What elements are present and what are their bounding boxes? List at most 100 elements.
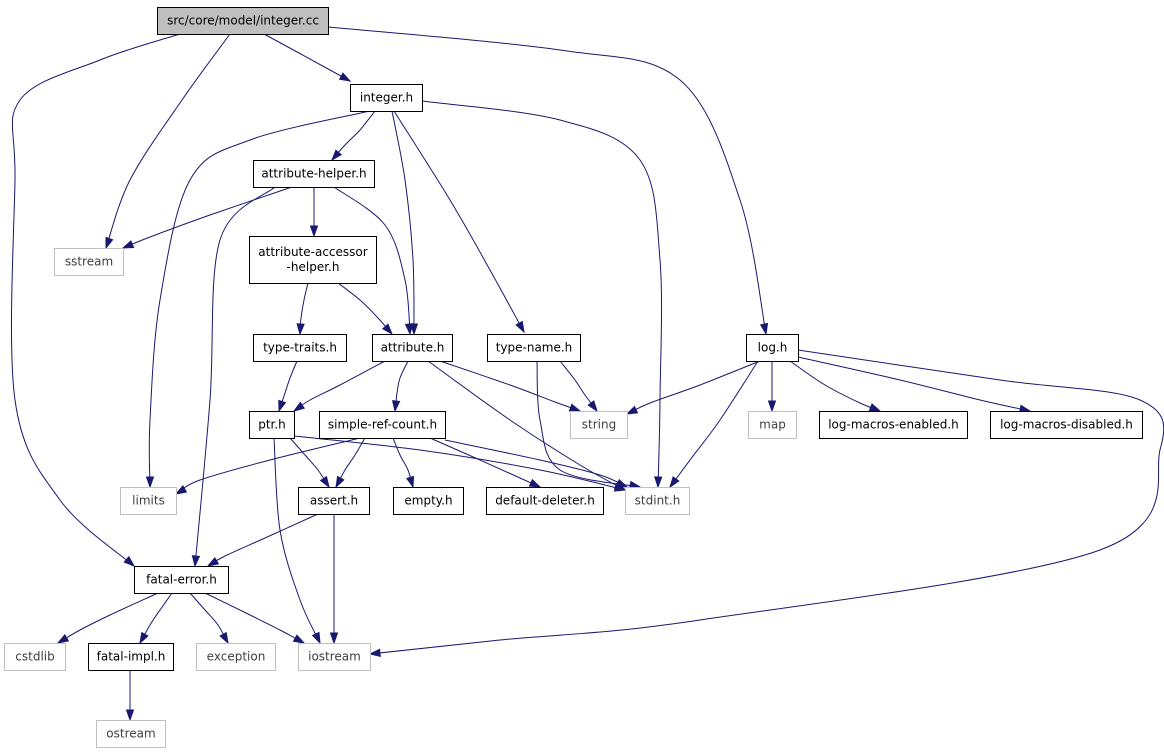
node-label: attribute-helper.h — [261, 167, 366, 181]
edge-line — [789, 360, 881, 412]
edge-fatal-impl-h-to-ostream — [125, 670, 135, 722]
arrow-head-icon — [528, 478, 542, 488]
node-fatal-impl-h[interactable]: fatal-impl.h — [88, 643, 174, 671]
node-label: iostream — [308, 650, 361, 664]
arrow-head-icon — [125, 709, 135, 722]
node-stdint-h: stdint.h — [625, 487, 690, 515]
arrow-head-icon — [139, 631, 149, 645]
node-box — [625, 487, 690, 515]
edge-line — [105, 33, 231, 249]
edge-line — [421, 100, 663, 488]
edge-line — [337, 282, 393, 335]
node-simple-ref-count-h[interactable]: simple-ref-count.h — [319, 411, 446, 439]
node-string: string — [570, 411, 628, 439]
node-integer-h[interactable]: integer.h — [350, 84, 423, 112]
edge-line — [273, 437, 321, 644]
edge-line — [10, 33, 181, 567]
node-fatal-error-h[interactable]: fatal-error.h — [134, 566, 229, 594]
node-label: string — [582, 418, 616, 432]
edge-log-h-to-iostream — [368, 349, 1164, 658]
node-box — [372, 334, 453, 362]
arrow-head-icon — [105, 236, 114, 250]
edge-line — [444, 439, 628, 488]
node-attribute-helper-h[interactable]: attribute-helper.h — [253, 160, 375, 188]
edge-type-traits-h-to-ptr-h — [278, 360, 298, 413]
node-label: integer.h — [360, 91, 413, 105]
node-attribute-h[interactable]: attribute.h — [372, 334, 453, 362]
edge-integer-cc-to-log-h — [327, 26, 769, 336]
node-label: empty.h — [404, 494, 452, 508]
node-box — [134, 566, 229, 594]
node-box — [487, 334, 581, 362]
node-log-h[interactable]: log.h — [746, 334, 799, 362]
node-box — [249, 236, 377, 284]
node-integer-cc[interactable]: src/core/model/integer.cc — [157, 7, 329, 35]
node-log-macros-enabled-h[interactable]: log-macros-enabled.h — [819, 411, 968, 439]
node-log-macros-disabled-h[interactable]: log-macros-disabled.h — [990, 411, 1143, 439]
arrow-head-icon — [309, 225, 319, 238]
edge-assert-h-to-fatal-error-h — [206, 513, 319, 567]
node-label: type-traits.h — [263, 341, 337, 355]
arrow-head-icon — [191, 555, 201, 568]
node-label: sstream — [65, 255, 113, 269]
edge-attribute-helper-h-to-attribute-h — [333, 186, 414, 336]
node-box — [249, 411, 295, 439]
node-box — [4, 643, 66, 671]
node-box — [990, 411, 1143, 439]
edge-ptr-h-to-assert-h — [289, 437, 330, 489]
edge-attribute-helper-h-to-attribute-accessor-helper-h — [309, 187, 319, 238]
edge-layer — [10, 26, 1164, 722]
node-label: log.h — [758, 341, 788, 355]
node-ptr-h[interactable]: ptr.h — [249, 411, 295, 439]
arrow-head-icon — [515, 320, 525, 334]
node-box — [819, 411, 968, 439]
edge-fatal-error-h-to-fatal-impl-h — [139, 592, 173, 645]
edge-log-h-to-log-macros-disabled-h — [797, 356, 1032, 413]
edge-line — [393, 110, 525, 333]
node-type-traits-h[interactable]: type-traits.h — [253, 334, 347, 362]
node-label: default-deleter.h — [495, 494, 595, 508]
node-limits: limits — [120, 487, 177, 515]
edge-simple-ref-count-h-to-empty-h — [392, 437, 415, 489]
edge-line — [122, 186, 293, 249]
arrow-head-icon — [338, 72, 352, 82]
arrow-head-icon — [587, 400, 598, 413]
node-attribute-accessor-helper-h[interactable]: attribute-accessor-helper.h — [249, 236, 377, 284]
arrow-head-icon — [174, 485, 188, 495]
arrow-head-icon — [296, 323, 305, 336]
edge-line — [327, 26, 767, 335]
arrow-head-icon — [654, 476, 663, 489]
node-label: src/core/model/integer.cc — [167, 14, 319, 28]
node-box — [298, 487, 370, 515]
edge-simple-ref-count-h-to-assert-h — [335, 437, 366, 489]
node-box — [253, 334, 347, 362]
edge-fatal-error-h-to-exception — [189, 592, 229, 645]
edge-line — [293, 435, 626, 491]
node-box — [748, 411, 797, 439]
edge-attribute-h-to-ptr-h — [292, 360, 386, 412]
node-box — [88, 643, 174, 671]
node-empty-h[interactable]: empty.h — [393, 487, 464, 515]
arrow-head-icon — [568, 403, 582, 412]
edge-line — [148, 110, 371, 488]
node-assert-h[interactable]: assert.h — [298, 487, 370, 515]
arrow-head-icon — [368, 648, 381, 658]
node-box — [486, 487, 604, 515]
edge-line — [536, 360, 641, 488]
edge-log-h-to-log-macros-enabled-h — [789, 360, 882, 412]
node-type-name-h[interactable]: type-name.h — [487, 334, 581, 362]
node-box — [746, 334, 799, 362]
edge-attribute-h-to-string — [439, 360, 582, 412]
arrow-head-icon — [219, 631, 229, 645]
node-label: type-name.h — [496, 341, 573, 355]
node-ostream: ostream — [96, 720, 166, 748]
node-label: cstdlib — [15, 650, 54, 664]
edge-line — [293, 360, 386, 412]
node-box — [157, 7, 329, 35]
edge-type-name-h-to-string — [559, 360, 598, 413]
node-label: ptr.h — [258, 418, 286, 432]
node-default-deleter-h[interactable]: default-deleter.h — [486, 487, 604, 515]
node-label: log-macros-disabled.h — [1000, 418, 1133, 432]
node-label: limits — [132, 494, 165, 508]
